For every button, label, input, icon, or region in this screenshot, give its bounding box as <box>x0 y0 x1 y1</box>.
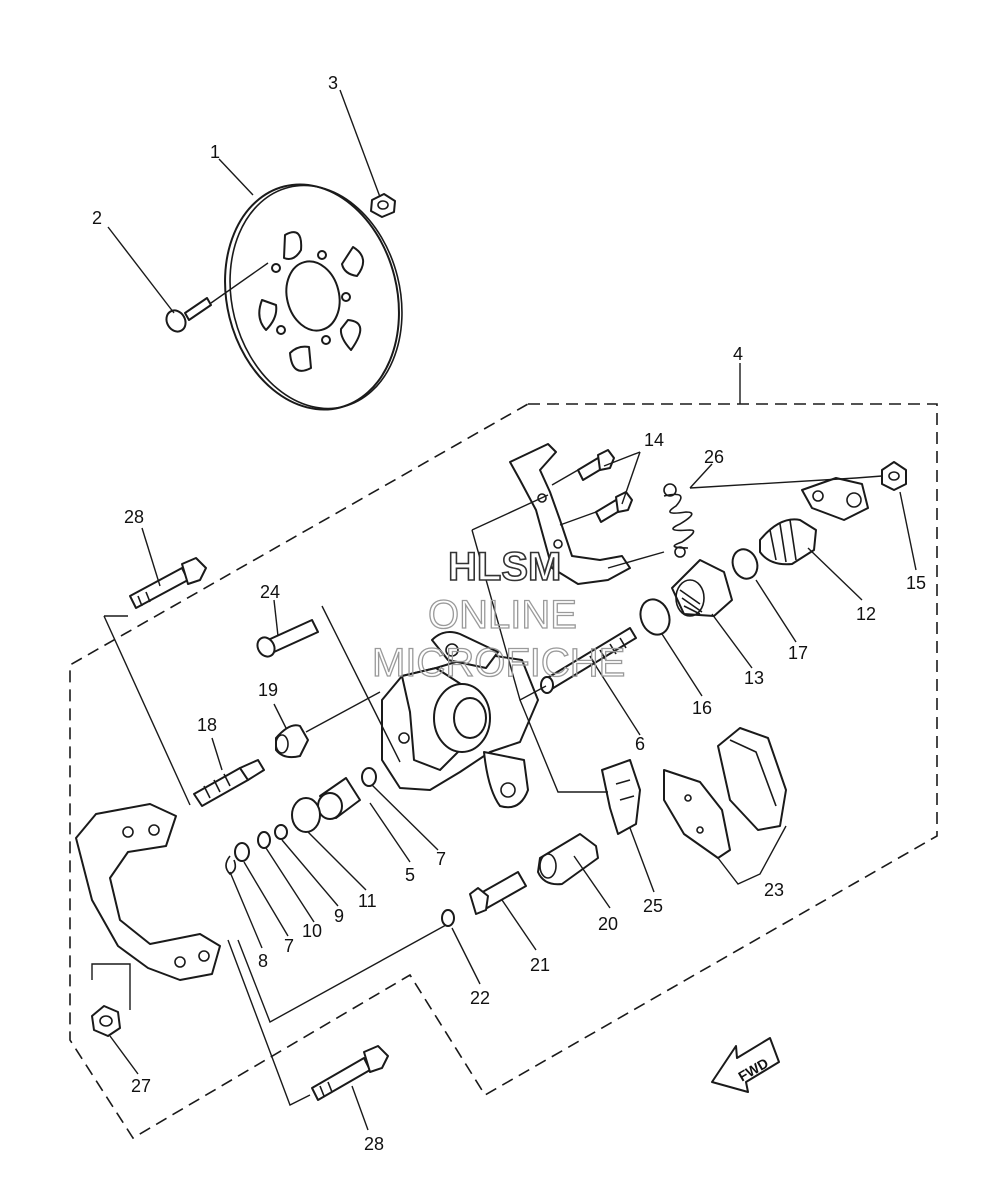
callout-18: 18 <box>197 715 217 735</box>
callout-8: 8 <box>258 951 268 971</box>
callout-1: 1 <box>210 142 220 162</box>
callout-7-lower: 7 <box>284 936 294 956</box>
disc-bolt <box>165 262 269 333</box>
callout-10: 10 <box>302 921 322 941</box>
callout-12: 12 <box>856 604 876 624</box>
callout-19: 19 <box>258 680 278 700</box>
callout-leaders <box>107 89 917 1131</box>
callout-21: 21 <box>530 955 550 975</box>
callout-15: 15 <box>906 573 926 593</box>
callout-20: 20 <box>598 914 618 934</box>
washer-7-lower <box>234 842 250 862</box>
callout-labels: 1 2 3 4 5 6 7 7 8 9 10 11 12 13 14 15 16… <box>92 73 926 1154</box>
watermark: HLSM ONLINE MICROFICHE <box>371 544 626 685</box>
pad-clip <box>601 759 641 835</box>
clip-8 <box>225 855 237 875</box>
slide-pin-18 <box>193 759 265 807</box>
adjuster-nut <box>671 559 733 617</box>
return-spring <box>663 483 695 558</box>
brake-disc <box>224 183 403 411</box>
callout-13: 13 <box>744 668 764 688</box>
bracket-bolts <box>577 449 633 523</box>
callout-2: 2 <box>92 208 102 228</box>
caliper-bolt-24 <box>256 619 319 658</box>
callout-25: 25 <box>643 896 663 916</box>
slide-pin-20 <box>537 833 599 886</box>
callout-24: 24 <box>260 582 280 602</box>
callout-26: 26 <box>704 447 724 467</box>
assembly-lines <box>91 469 883 1106</box>
watermark-line-1: HLSM <box>448 545 561 589</box>
callout-28-lower: 28 <box>364 1134 384 1154</box>
brake-pads <box>663 727 787 859</box>
callout-16: 16 <box>692 698 712 718</box>
o-ring-16 <box>639 598 671 636</box>
callout-4: 4 <box>733 344 743 364</box>
watermark-line-2: ONLINE <box>428 593 577 637</box>
caliper-bracket <box>75 803 221 981</box>
ring-10 <box>257 831 271 849</box>
callout-23: 23 <box>764 880 784 900</box>
lever-nut <box>881 461 907 491</box>
watermark-line-3: MICROFICHE <box>372 641 625 685</box>
adjuster-boot <box>759 518 817 566</box>
callout-28-upper: 28 <box>124 507 144 527</box>
disc-nut <box>370 193 396 218</box>
slide-boot-19 <box>275 724 309 759</box>
ring-9 <box>274 824 288 840</box>
seal-11 <box>291 797 321 833</box>
washer-7-upper <box>361 767 377 787</box>
bracket-nut <box>91 1005 121 1037</box>
callout-27: 27 <box>131 1076 151 1096</box>
callout-7-upper: 7 <box>436 849 446 869</box>
callout-6: 6 <box>635 734 645 754</box>
caliper-body <box>381 631 539 809</box>
bracket-bolt-28-lower <box>311 1045 389 1101</box>
forward-arrow-icon: FWD <box>711 1037 780 1093</box>
parking-brake-arm <box>509 443 631 585</box>
callout-22: 22 <box>470 988 490 1008</box>
slide-bolt-21 <box>469 871 527 915</box>
sleeve-5 <box>317 777 361 820</box>
callout-14: 14 <box>644 430 664 450</box>
callout-17: 17 <box>788 643 808 663</box>
lever-plate <box>801 477 869 521</box>
callout-3: 3 <box>328 73 338 93</box>
washer-22 <box>441 909 455 927</box>
callout-5: 5 <box>405 865 415 885</box>
caliper-assembly-outline <box>69 403 938 1140</box>
o-ring-17 <box>731 548 759 580</box>
callout-9: 9 <box>334 906 344 926</box>
callout-11: 11 <box>358 891 377 911</box>
bracket-bolt-28-upper <box>129 557 207 609</box>
